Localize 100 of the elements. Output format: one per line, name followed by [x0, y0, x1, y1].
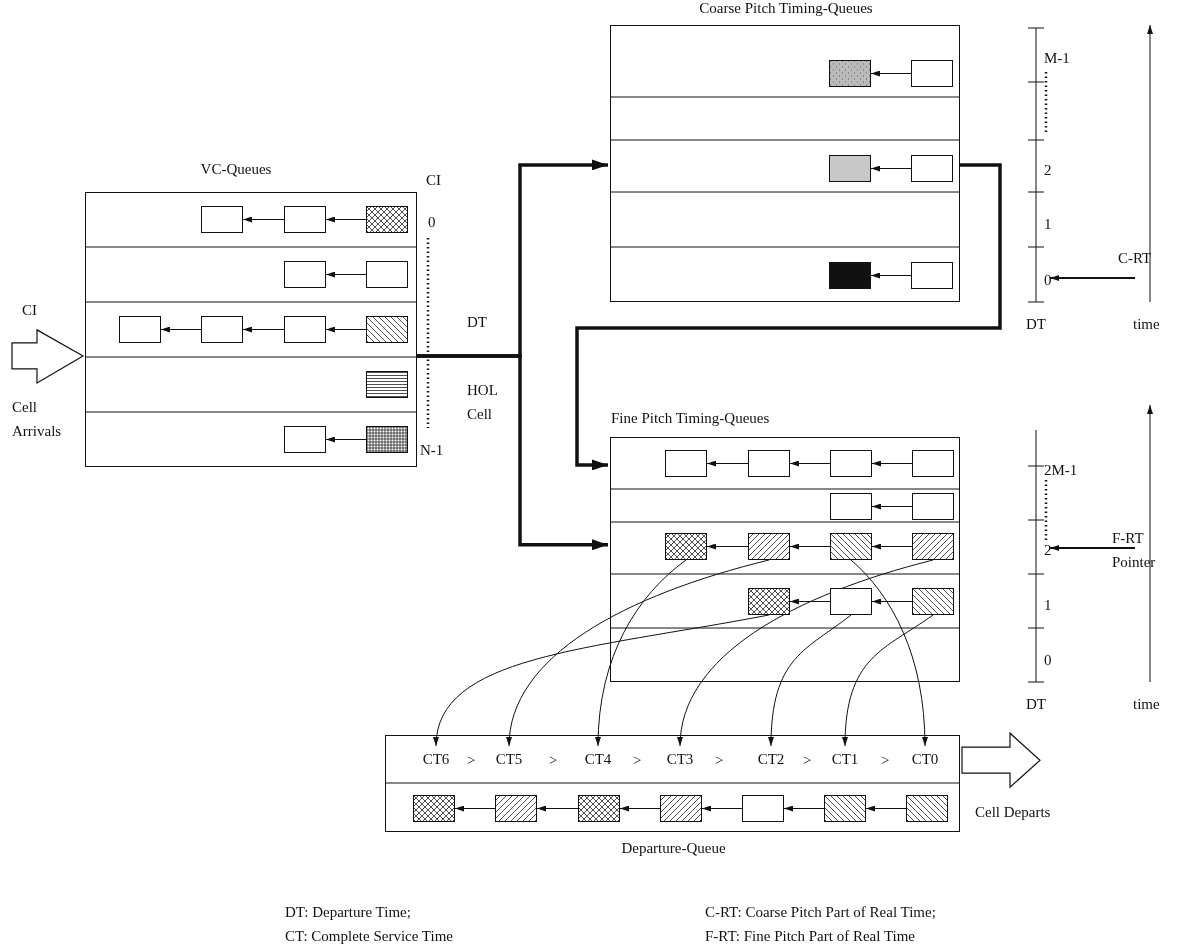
queue-cell: [284, 261, 326, 288]
queue-cell: [911, 60, 953, 87]
axis-label: >: [467, 751, 476, 770]
note-text: CT: Complete Service Time: [285, 927, 453, 946]
axis-label: 0: [428, 213, 436, 232]
time-label: CT5: [489, 746, 529, 772]
note-text: HOL Cell: [467, 381, 499, 424]
arrow: [870, 272, 912, 279]
axis-label: M-1: [1044, 49, 1070, 68]
queue-cell: [911, 262, 953, 289]
axis-label: >: [803, 751, 812, 770]
queue-cell: [119, 316, 161, 343]
time-label: CT1: [825, 746, 865, 772]
queue-cell: [906, 795, 948, 822]
arrow: [789, 598, 831, 605]
time-label: CT3: [660, 746, 700, 772]
queue-title: Departure-Queue: [620, 840, 727, 857]
axis-label: 2: [1044, 161, 1052, 180]
axis-label: >: [549, 751, 558, 770]
arrow: [325, 326, 367, 333]
axis-label: >: [715, 751, 724, 770]
queue-cell: [366, 426, 408, 453]
arrow: [619, 805, 661, 812]
arrow: [454, 805, 496, 812]
axis-label: DT: [467, 313, 487, 332]
arrow: [507, 559, 770, 747]
axis-label: N-1: [420, 441, 444, 460]
queue-cell: [911, 155, 953, 182]
note-text: Cell Departs: [975, 803, 1051, 822]
note-text: F-RT Pointer: [1112, 529, 1157, 572]
axis-label: >: [881, 751, 890, 770]
arrow: [789, 460, 831, 467]
queue-cell: [284, 206, 326, 233]
arrow: [242, 326, 285, 333]
axis-label: >: [633, 751, 642, 770]
axis-label: CI: [426, 171, 441, 190]
note-text: F-RT: Fine Pitch Part of Real Time: [705, 927, 916, 946]
queue-cell: [748, 533, 790, 560]
arrow: [575, 163, 1002, 471]
arrow: [706, 543, 749, 550]
queue-cell: [830, 533, 872, 560]
arrow: [871, 460, 913, 467]
axis-label: 0: [1044, 651, 1052, 670]
axis-label: 1: [1044, 596, 1052, 615]
arrow: [870, 165, 912, 172]
queue-cell: [830, 588, 872, 615]
time-label: CT4: [578, 746, 618, 772]
note-text: C-RT: Coarse Pitch Part of Real Time;: [705, 903, 936, 922]
arrow: [536, 805, 579, 812]
note-text: Cell Arrivals: [12, 398, 63, 441]
queue-cell: [201, 316, 243, 343]
arrow: [871, 598, 913, 605]
queue-cell: [824, 795, 866, 822]
queue-cell: [748, 450, 790, 477]
arrow: [768, 614, 852, 747]
queue-title: Fine Pitch Timing-Queues: [611, 410, 771, 427]
arrow: [865, 805, 907, 812]
queue-cell: [413, 795, 455, 822]
queue-cell: [366, 371, 408, 398]
queue-cell: [829, 60, 871, 87]
queue-cell: [665, 450, 707, 477]
arrow: [850, 559, 928, 747]
arrow: [417, 354, 608, 551]
arrow: [595, 559, 687, 747]
arrow: [160, 326, 202, 333]
arrow: [789, 543, 831, 550]
queue-cell: [366, 261, 408, 288]
arrow: [677, 559, 934, 747]
queue-title: Coarse Pitch Timing-Queues: [698, 0, 874, 17]
axis-label: 1: [1044, 215, 1052, 234]
arrow: [242, 216, 285, 223]
arrow: [325, 216, 367, 223]
time-label: CT6: [416, 746, 456, 772]
block-arrow: [11, 328, 85, 384]
queue-cell: [284, 316, 326, 343]
arrow: [701, 805, 743, 812]
queue-cell: [284, 426, 326, 453]
block-arrow: [961, 731, 1041, 789]
note-text: DT: Departure Time;: [285, 903, 411, 922]
queue-cell: [660, 795, 702, 822]
axis-label: 2: [1044, 541, 1052, 560]
axis-label: 2M-1: [1044, 461, 1078, 480]
queue-title: VC-Queues: [199, 161, 273, 178]
time-label: CT2: [751, 746, 791, 772]
time-label: CT0: [905, 746, 945, 772]
queue-cell: [578, 795, 620, 822]
queue-cell: [742, 795, 784, 822]
arrow: [783, 805, 825, 812]
axis-label: DT: [1026, 315, 1046, 334]
queue-cell: [912, 493, 954, 520]
queue-cell: [830, 450, 872, 477]
queue-cell: [829, 155, 871, 182]
arrow: [870, 70, 912, 77]
arrow: [706, 460, 749, 467]
queue-cell: [830, 493, 872, 520]
arrow: [325, 436, 367, 443]
arrow: [871, 503, 913, 510]
arrow: [325, 271, 367, 278]
queue-cell: [665, 533, 707, 560]
queue-cell: [829, 262, 871, 289]
